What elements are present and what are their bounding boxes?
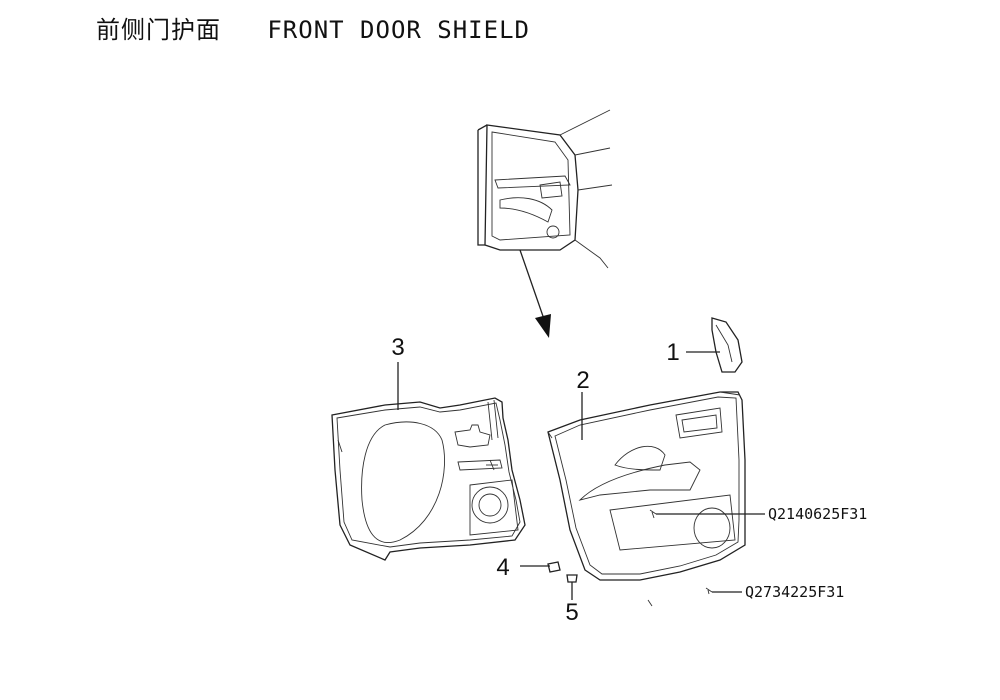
leader-lines <box>397 351 765 600</box>
part-number-label: Q2140625F31 <box>768 505 867 523</box>
callout-4: 4 <box>496 554 509 581</box>
screw-icons <box>647 509 713 607</box>
part-4-clip <box>547 561 561 573</box>
part-number-label: Q2734225F31 <box>745 583 844 601</box>
direction-arrow <box>519 249 551 338</box>
callout-3: 3 <box>391 334 404 361</box>
part-3-shield-sheet <box>331 397 526 561</box>
callout-1: 1 <box>666 339 679 366</box>
part-2-door-trim-panel <box>547 391 746 581</box>
part-1-trim-cap <box>711 317 743 373</box>
car-door-overview <box>477 109 613 269</box>
callout-5: 5 <box>565 599 578 626</box>
part-5-screw <box>566 574 578 594</box>
callout-2: 2 <box>576 367 589 394</box>
page-title: 前侧门护面 FRONT DOOR SHIELD <box>96 16 530 44</box>
